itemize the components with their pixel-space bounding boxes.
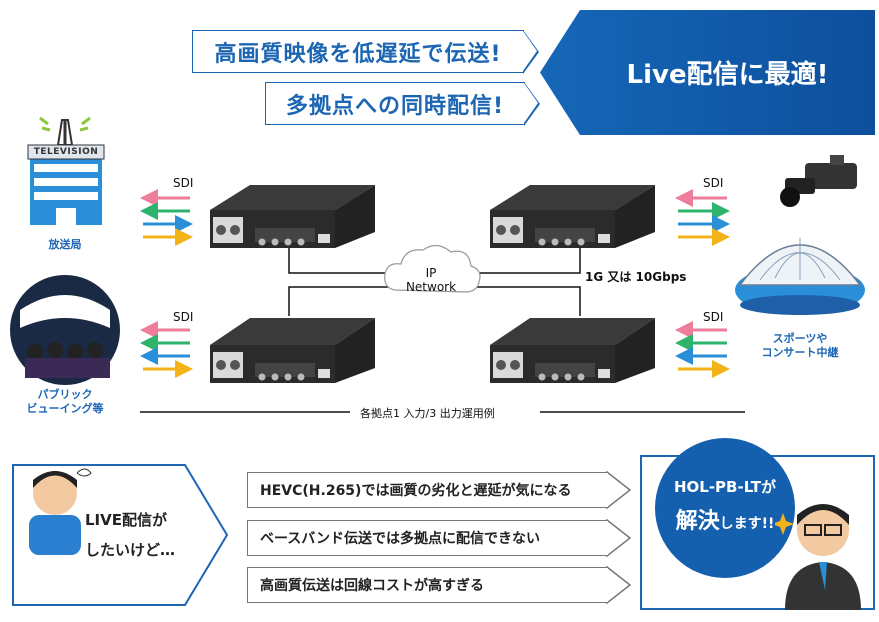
sdi-arrows-tl (140, 189, 193, 246)
speech-text-line1: LIVE配信が (85, 511, 167, 529)
example-label: 各拠点1 入力/3 出力運用例 (360, 407, 495, 420)
ip-network-cloud (384, 244, 481, 293)
sdi-arrows-tr (675, 189, 730, 246)
problem-item-cost: 高画質伝送は回線コストが高すぎる (247, 567, 607, 603)
cloud-label-line1: IP (425, 266, 437, 280)
viewing-label-line1: パブリック (37, 388, 93, 401)
encoder-device-tr (490, 185, 655, 248)
problem-item-baseband: ベースバンド伝送では多拠点に配信できない (247, 520, 607, 556)
stadium-icon (735, 238, 865, 315)
sdi-label-tl: SDI (173, 176, 194, 190)
solution-product: HOL-PB-LTが (673, 478, 777, 496)
banner-multi-site-text: 多拠点への同時配信! (285, 93, 505, 119)
sdi-label-br: SDI (703, 310, 724, 324)
viewing-label: パブリック ビューイング等 (15, 388, 115, 416)
solution-line: 解決します!! (655, 503, 795, 535)
encoder-device-tl (210, 185, 375, 248)
worried-person-icon (29, 468, 92, 555)
solution-solve-rest: します!! (719, 516, 775, 532)
banner-low-latency-text: 高画質映像を低遅延で伝送! (214, 41, 502, 67)
problem-item-baseband-text: ベースバンド伝送では多拠点に配信できない (260, 531, 540, 547)
sdi-arrows-bl (140, 321, 193, 378)
banner-multi-site: 多拠点への同時配信! (265, 81, 540, 126)
problem-arrow-tips (600, 470, 632, 605)
television-sign: TELEVISION (33, 147, 99, 157)
sports-label-line2: コンサート中継 (761, 346, 839, 359)
businessman-icon (775, 504, 861, 610)
sports-label-line1: スポーツや (772, 332, 828, 345)
speech-text-line2: したいけど… (85, 541, 176, 559)
public-viewing-icon (10, 275, 120, 385)
sdi-label-tr: SDI (703, 176, 724, 190)
worried-person-panel: LIVE配信が したいけど… (5, 463, 230, 608)
network-lines (140, 248, 745, 413)
speech-text: LIVE配信が したいけど… (85, 505, 175, 565)
problem-item-hevc: HEVC(H.265)では画質の劣化と遅延が気になる (247, 472, 607, 508)
solution-circle: HOL-PB-LTが 解決します!! (655, 438, 795, 578)
live-banner-text: Live配信に最適! (626, 60, 829, 90)
video-camera-icon (780, 155, 857, 207)
broadcast-label: 放送局 (48, 238, 82, 251)
live-banner: Live配信に最適! (540, 10, 875, 135)
problem-item-hevc-text: HEVC(H.265)では画質の劣化と遅延が気になる (260, 483, 572, 499)
cloud-label: IP Network (398, 266, 464, 294)
sdi-label-bl: SDI (173, 310, 194, 324)
sports-label: スポーツや コンサート中継 (750, 332, 850, 360)
solution-solve-big: 解決 (675, 509, 720, 534)
network-diagram (10, 116, 865, 413)
viewing-label-line2: ビューイング等 (26, 402, 104, 415)
sdi-arrows-br (675, 321, 730, 378)
encoder-device-bl (210, 318, 375, 383)
speech-pentagon (12, 464, 229, 606)
banner-low-latency: 高画質映像を低遅延で伝送! (192, 29, 539, 74)
problem-item-cost-text: 高画質伝送は回線コストが高すぎる (260, 578, 484, 594)
cloud-label-line2: Network (405, 280, 457, 294)
speed-label: 1G 又は 10Gbps (585, 270, 687, 284)
encoder-device-br (490, 318, 655, 383)
tv-station-icon (27, 116, 105, 225)
